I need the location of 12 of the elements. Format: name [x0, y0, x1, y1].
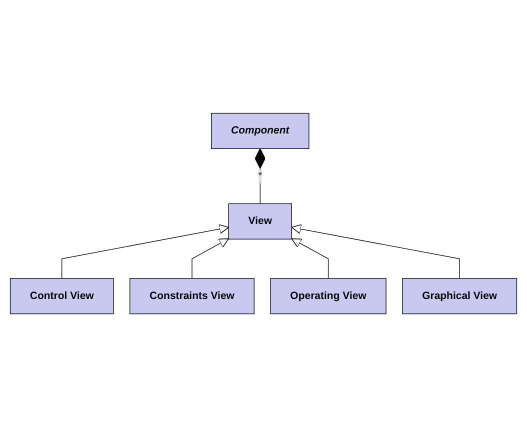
arrow [291, 224, 460, 280]
node-box: Constraints View [130, 278, 254, 315]
node-box: Control View [10, 278, 114, 315]
node-box: Graphical View [402, 278, 518, 315]
connector [254, 148, 266, 204]
node-box: Component [211, 113, 310, 150]
arrow [62, 224, 229, 280]
edge-label: * [258, 170, 262, 182]
arrow [291, 238, 329, 280]
arrow [192, 238, 229, 280]
node-box: Operating View [270, 278, 386, 315]
node-box: View [228, 204, 292, 240]
